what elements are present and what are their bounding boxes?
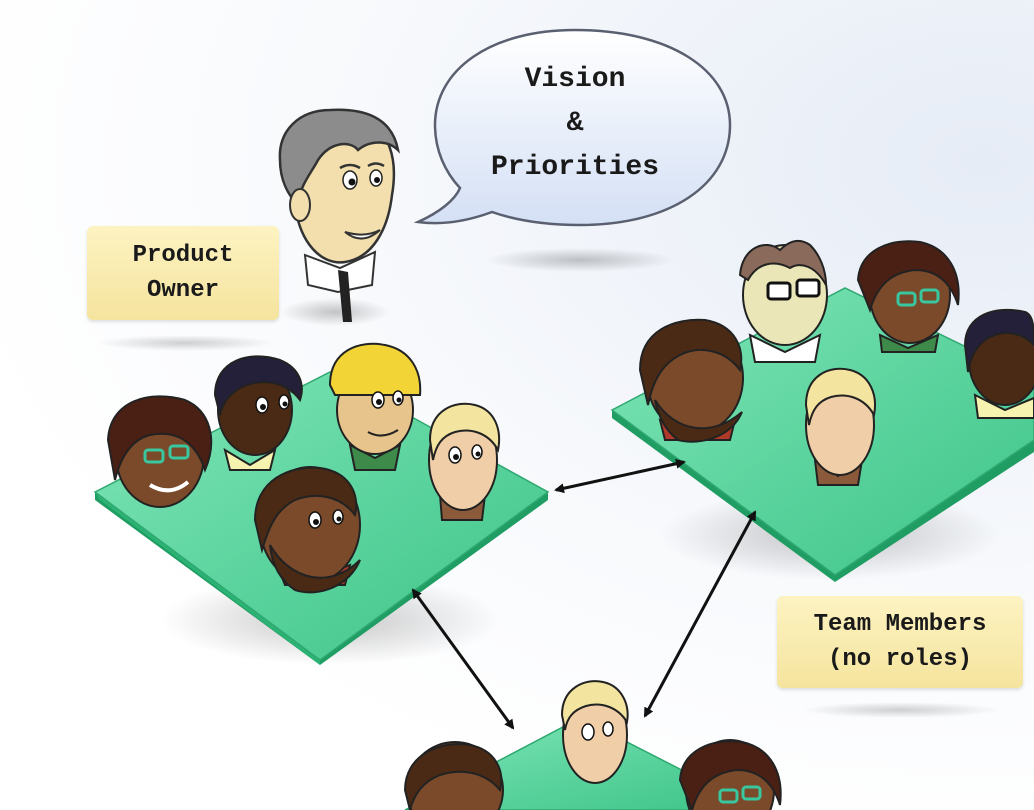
team-member-avatar (678, 739, 782, 810)
product-owner-avatar (278, 108, 400, 326)
team-members-label-line1: Team Members (813, 611, 987, 638)
team-member-avatar (328, 342, 422, 471)
team-member-avatar (106, 395, 213, 508)
product-owner-label-line1: Product (132, 242, 234, 269)
team-member-avatar (638, 318, 744, 443)
bidirectional-arrow (554, 458, 686, 494)
team-member-avatar (560, 680, 629, 784)
team-members-label: Team Members (no roles) (777, 596, 1023, 688)
speech-bubble-text: Vision & Priorities (445, 58, 705, 190)
bubble-line-ampersand: & (566, 108, 584, 139)
team-member-avatar (403, 741, 504, 810)
product-owner-label: Product Owner (87, 226, 279, 320)
speech-bubble (413, 28, 732, 272)
label-shadow (800, 702, 1000, 718)
bubble-line-vision: Vision (524, 64, 626, 95)
team-member-avatar (963, 308, 1034, 419)
label-shadow (95, 335, 275, 351)
team-member-avatar (804, 367, 876, 486)
product-owner-label-line2: Owner (146, 277, 219, 304)
bidirectional-arrow (643, 510, 757, 718)
bidirectional-arrow (411, 588, 515, 730)
team-member-avatar (213, 355, 303, 471)
team-member-avatar (738, 239, 828, 363)
team-member-avatar (253, 466, 361, 594)
bubble-line-priorities: Priorities (490, 152, 660, 183)
team-member-avatar (856, 240, 960, 353)
team-member-avatar (428, 402, 500, 521)
team-members-label-line2: (no roles) (827, 646, 973, 673)
